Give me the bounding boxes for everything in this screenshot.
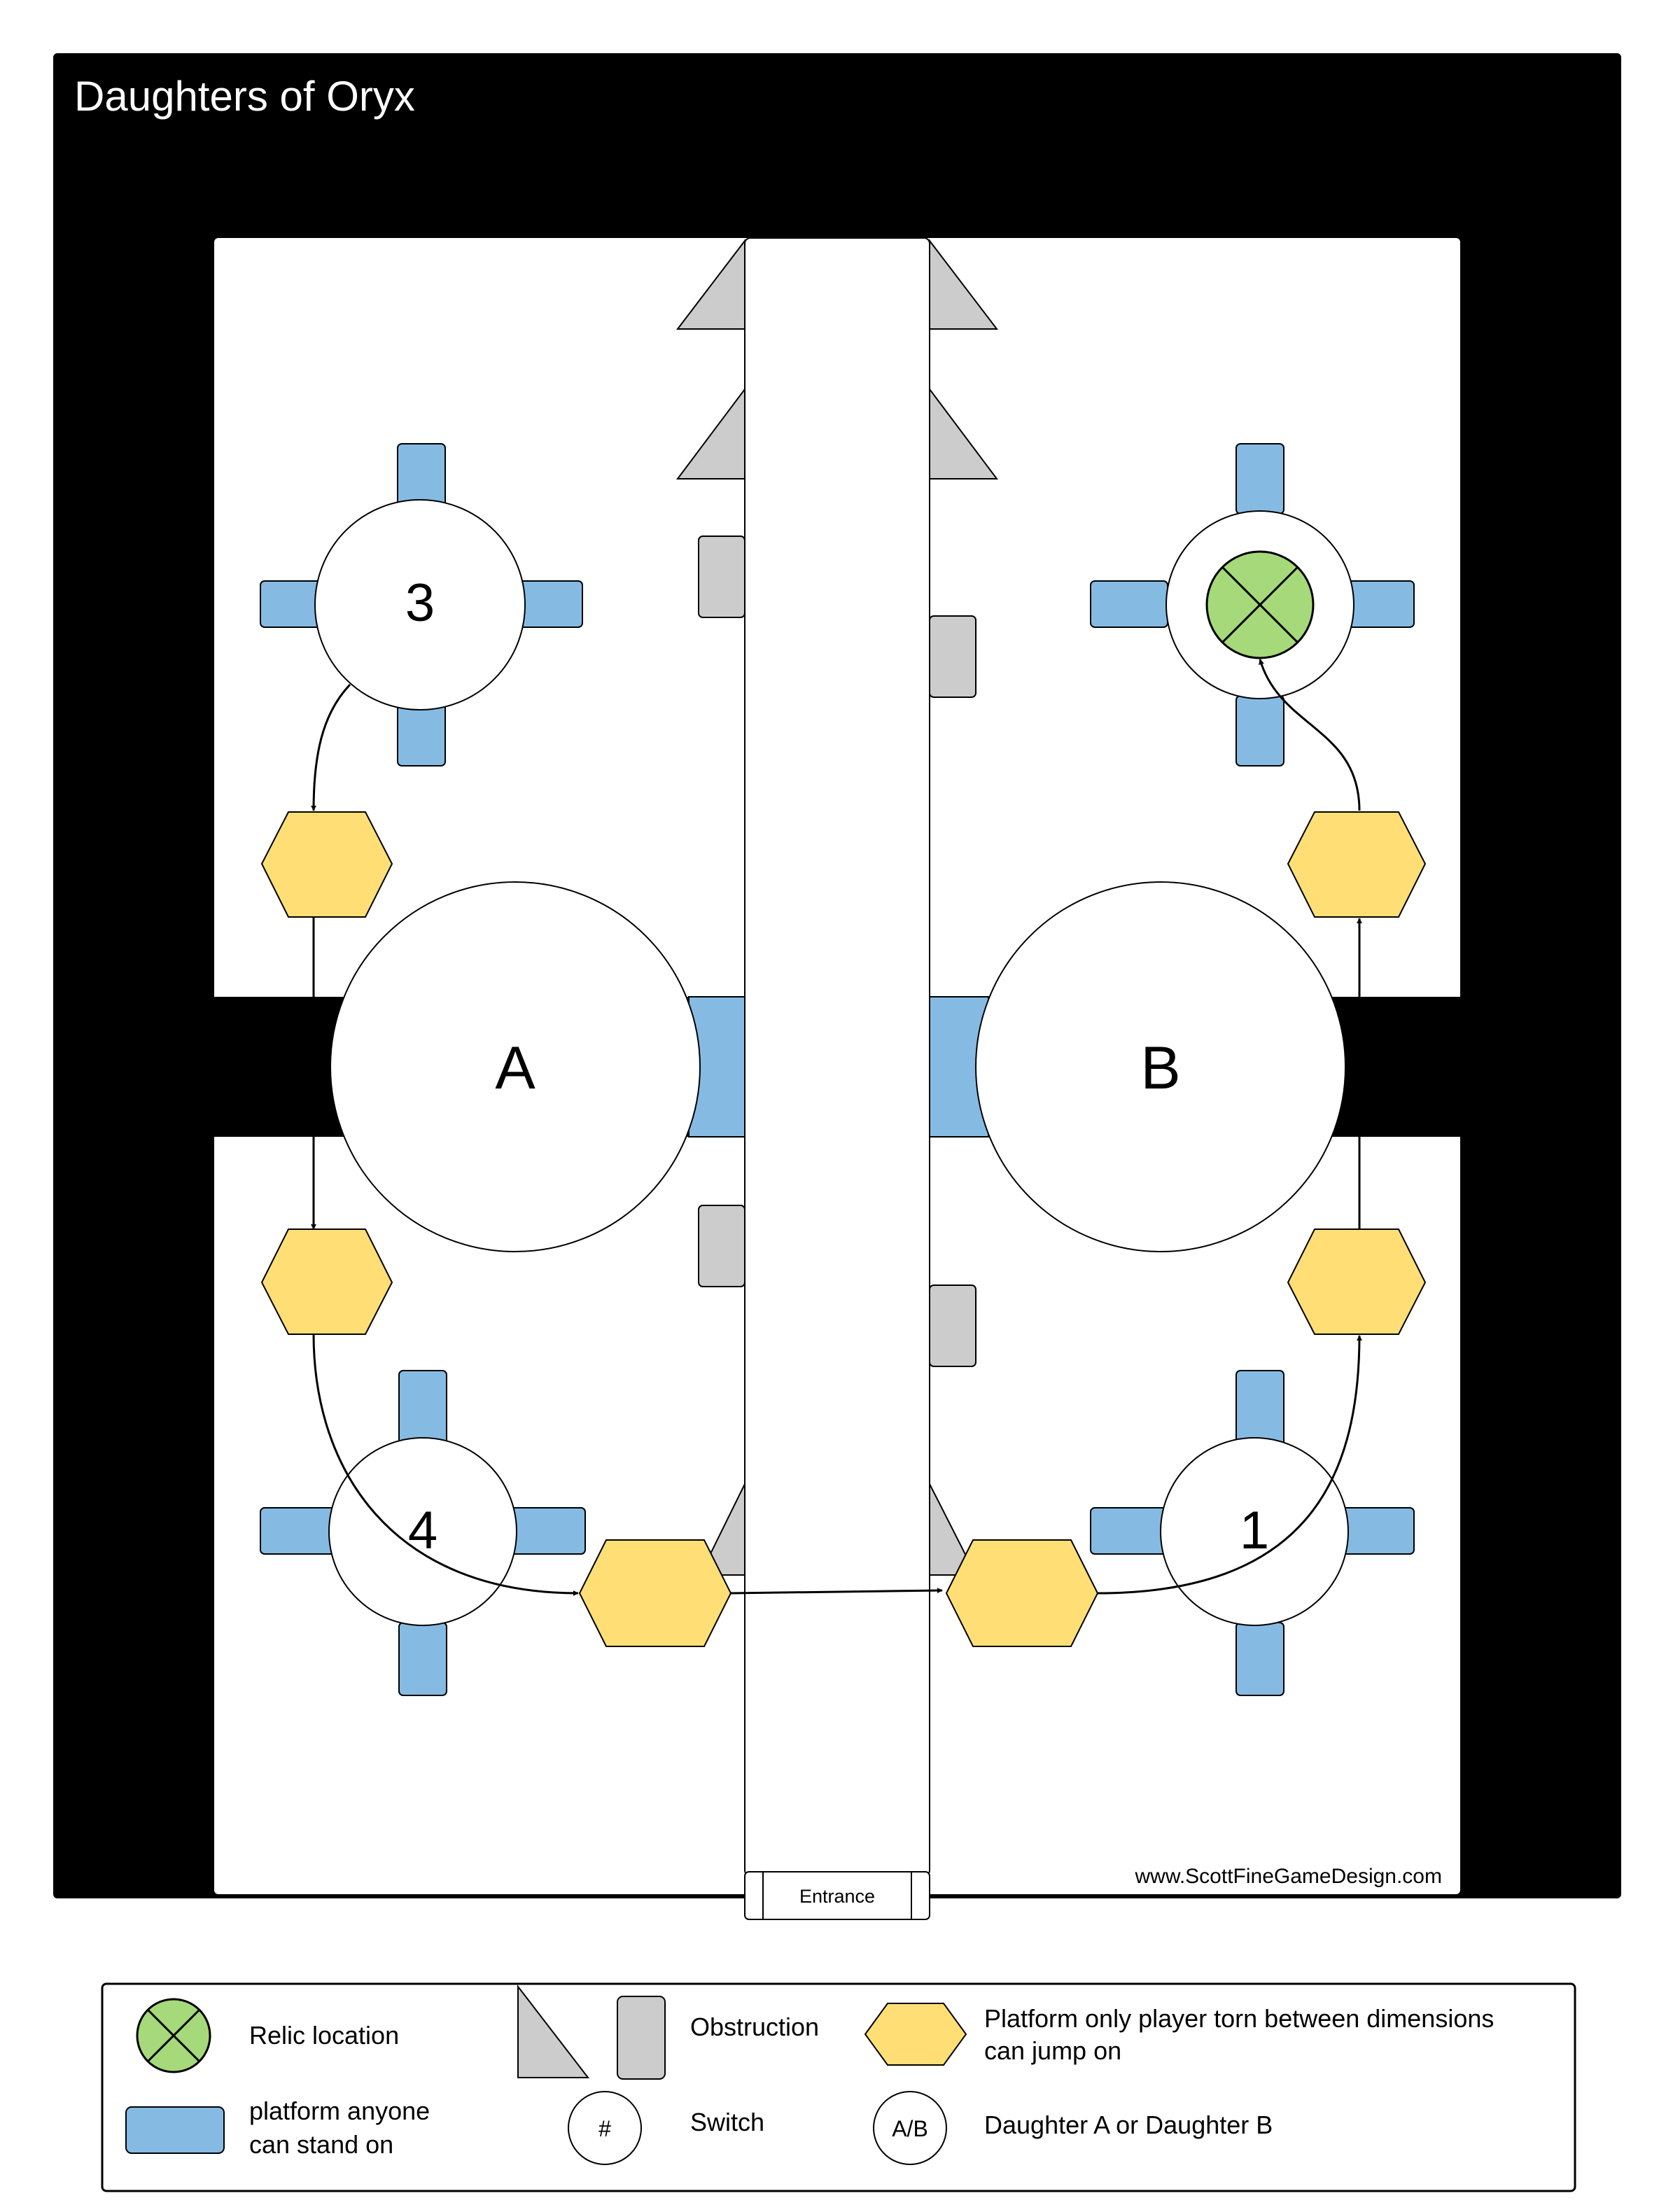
torn-platform <box>1287 1228 1427 1335</box>
relic-x-icon[interactable] <box>1205 550 1315 659</box>
platform <box>398 1370 447 1448</box>
legend-daughter-icon <box>873 2091 947 2165</box>
platform <box>507 1507 586 1555</box>
legend-platform-icon <box>125 2106 225 2154</box>
obstruction-block <box>698 1205 746 1287</box>
legend-platform-label-1: platform anyone <box>249 2096 430 2125</box>
legend-switch-icon <box>568 2091 642 2165</box>
legend-daughter-symbol: A/B <box>892 2116 928 2141</box>
daughter-a[interactable] <box>330 881 701 1252</box>
legend-daughter-label: Daughter A or Daughter B <box>984 2110 1273 2139</box>
legend-switch-symbol: # <box>598 2116 611 2141</box>
legend-platform-label-2: can stand on <box>249 2130 393 2159</box>
map-title: Daughters of Oryx <box>74 73 415 120</box>
legend-torn-platform-label-2: can jump on <box>984 2036 1121 2065</box>
platform <box>398 1622 447 1696</box>
platform <box>1236 1370 1284 1448</box>
daughter-a-label: A <box>495 1035 536 1102</box>
switch-1-platforms <box>1090 1370 1415 1696</box>
website-credit: www.ScottFineGameDesign.com <box>1135 1865 1443 1888</box>
legend-torn-platform-icon <box>864 2003 967 2066</box>
platform <box>1236 1622 1284 1696</box>
legend-obstruction-triangle-icon <box>517 1984 590 2078</box>
switch-3-label: 3 <box>405 573 435 633</box>
switch-3-platforms <box>260 443 583 766</box>
switch-4-label: 4 <box>408 1501 438 1560</box>
platform <box>1236 695 1284 766</box>
legend-obstruction-label: Obstruction <box>690 2012 819 2041</box>
legend-box <box>101 1982 1576 2192</box>
legend-relic-icon <box>136 1998 211 2073</box>
path-arrow <box>1097 1335 1362 1595</box>
legend-torn-platform-label-1: Platform only player torn between dimens… <box>984 2004 1494 2033</box>
platform <box>1090 1507 1168 1555</box>
daughter-b-label: B <box>1140 1035 1180 1102</box>
path-arrow <box>1259 659 1361 811</box>
torn-platform <box>578 1539 732 1647</box>
switch-3[interactable] <box>314 499 526 710</box>
central-walkway <box>744 237 930 1877</box>
legend-obstruction-block-icon <box>617 1996 666 2080</box>
torn-platform <box>945 1539 1099 1647</box>
obstruction-block <box>929 615 976 698</box>
path-arrow <box>312 1334 579 1596</box>
torn-platform <box>260 811 393 918</box>
entrance-label: Entrance <box>799 1886 875 1907</box>
obstruction-block <box>698 536 746 618</box>
legend-relic-label: Relic location <box>249 2021 399 2050</box>
daughter-b[interactable] <box>975 881 1346 1252</box>
entrance[interactable] <box>744 1871 930 1920</box>
switch-1-label: 1 <box>1240 1501 1269 1560</box>
platform <box>260 1507 338 1555</box>
torn-platform <box>260 1228 393 1335</box>
switch-4-platforms <box>260 1370 586 1696</box>
torn-platform <box>1287 811 1427 918</box>
path-arrow <box>311 683 351 811</box>
relic-platforms <box>1090 443 1415 766</box>
legend-switch-label: Switch <box>690 2108 764 2136</box>
obstruction-block <box>929 1284 976 1367</box>
platform <box>1236 443 1284 514</box>
switch-4[interactable] <box>328 1437 517 1626</box>
platform <box>1090 580 1168 628</box>
path-arrow <box>730 1588 943 1595</box>
